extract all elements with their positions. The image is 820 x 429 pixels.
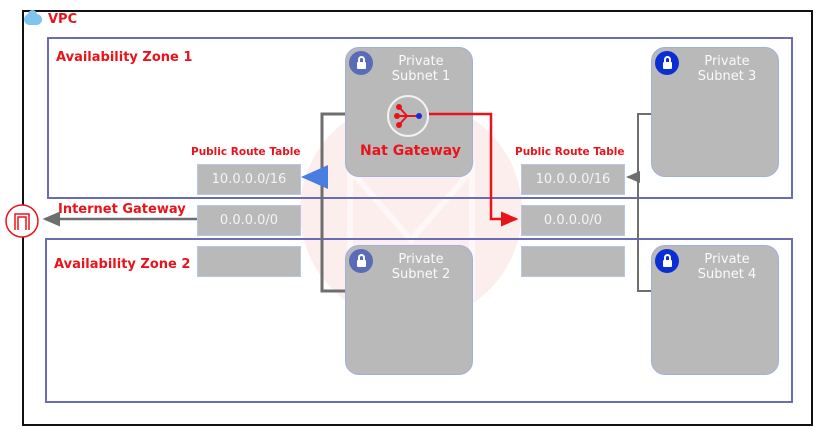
availability-zone-1 [47,37,793,199]
internet-gateway-label: Internet Gateway [58,202,186,217]
lock-icon [349,51,373,75]
vpc-title: VPC [48,12,78,27]
lock-icon [655,249,679,273]
route-table-1-entry-1[interactable]: 10.0.0.0/16 [197,164,301,195]
private-subnet-1[interactable]: Private Subnet 1 [345,47,473,177]
subnet-2-line1: Private [398,252,444,267]
route-table-1-entry-3[interactable] [197,246,301,277]
route-table-2-entry-3[interactable] [521,246,625,277]
subnet-1-line2: Subnet 1 [391,69,451,84]
cloud-icon [24,10,42,25]
zone-2-label: Availability Zone 2 [54,257,191,272]
private-subnet-4[interactable]: Private Subnet 4 [651,245,779,375]
nat-gateway-icon [394,104,422,128]
availability-zone-2 [45,238,793,403]
lock-icon [349,249,373,273]
zone-1-label: Availability Zone 1 [56,50,193,65]
route-table-1-label: Public Route Table [191,146,301,158]
route-table-1-entry-2[interactable]: 0.0.0.0/0 [197,205,301,236]
subnet-4-line1: Private [704,252,750,267]
subnet-3-line2: Subnet 3 [697,69,757,84]
subnet-1-line1: Private [398,54,444,69]
private-subnet-2[interactable]: Private Subnet 2 [345,245,473,375]
route-table-2-label: Public Route Table [515,146,625,158]
route-table-2-entry-1[interactable]: 10.0.0.0/16 [521,164,625,195]
vpc-header: VPC [24,10,78,27]
internet-gateway-node[interactable] [4,203,40,239]
subnet-4-line2: Subnet 4 [697,267,757,282]
internet-gateway-icon [5,204,39,238]
subnet-2-line2: Subnet 2 [391,267,451,282]
lock-icon [655,51,679,75]
nat-gateway-label: Nat Gateway [360,143,461,159]
nat-gateway-node[interactable] [387,95,429,137]
subnet-3-line1: Private [704,54,750,69]
route-table-2-entry-2[interactable]: 0.0.0.0/0 [521,205,625,236]
private-subnet-3[interactable]: Private Subnet 3 [651,47,779,177]
